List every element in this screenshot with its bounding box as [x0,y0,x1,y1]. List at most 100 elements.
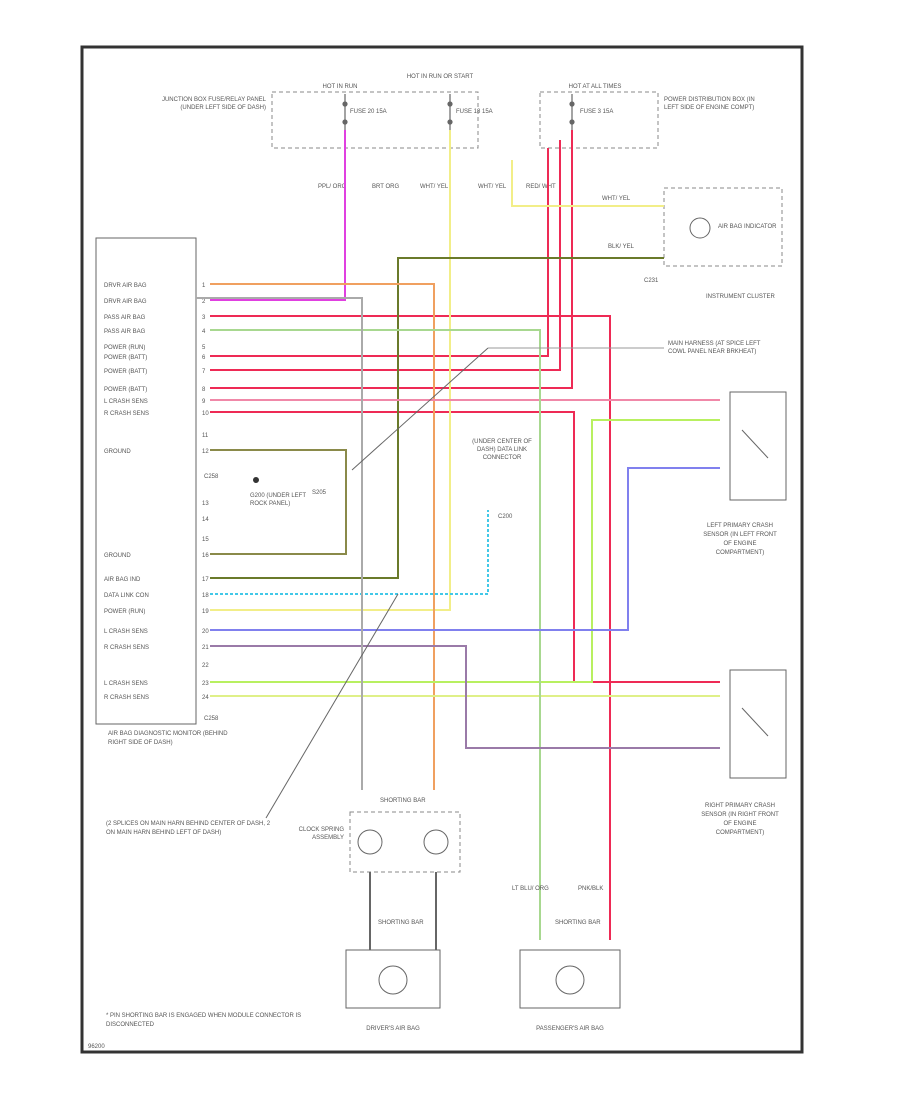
wire-label-lt-blu-org: LT BLU/ ORG [512,886,549,892]
module-connector-b: C258 [204,716,219,722]
wire-label-pnk-blk: PNK/BLK [578,886,603,892]
wire-label-wht-yel-1: WHT/ YEL [420,184,449,190]
module-pin-number-22: 22 [202,663,209,669]
module-pin-label-18: DATA LINK CON [104,593,149,599]
module-pin-number-15: 15 [202,537,209,543]
wire-green [210,329,541,940]
cluster-connector-c231: C231 [644,278,659,284]
module-pin-number-8: 8 [202,387,206,393]
module-pin-number-13: 13 [202,501,209,507]
module-pin-label-10: R CRASH SENS [104,411,149,417]
splice-note: (2 SPLICES ON MAIN HARN BEHIND CENTER OF… [106,821,270,836]
wire-red-5 [210,411,720,683]
module-pin-label-2: DRVR AIR BAG [104,299,147,305]
wire-olive-2 [210,449,347,555]
wire-yellow-1 [210,130,451,611]
air-bag-module-box [95,237,197,725]
cluster-wire-blk-yel: BLK/ YEL [608,244,635,250]
module-pin-number-12: 12 [202,449,209,455]
ground-g200-note: G200 (UNDER LEFT ROCK PANEL) [250,493,306,507]
wire-magenta [210,130,346,301]
wire-cyan [210,510,489,595]
wire-red-1 [210,130,573,389]
drivers-air-bag-label: DRIVER'S AIR BAG [366,1026,420,1032]
wire-harness [196,130,720,940]
module-pin-number-2: 2 [202,299,206,305]
module-pin-label-17: AIR BAG IND [104,577,141,583]
module-pin-number-11: 11 [202,433,209,439]
passengers-air-bag-icon [555,965,585,995]
wire-red-3 [210,148,549,357]
shorting-bar-top-label: SHORTING BAR [380,798,426,804]
splice-leader-line [265,593,399,819]
shorting-bar-driver-label: SHORTING BAR [378,920,424,926]
module-pin-label-1: DRVR AIR BAG [104,283,147,289]
module-pin-number-3: 3 [202,315,206,321]
module-pin-label-21: R CRASH SENS [104,645,149,651]
module-pin-number-17: 17 [202,577,209,583]
module-pin-number-19: 19 [202,609,209,615]
right-crash-sensor-label: RIGHT PRIMARY CRASH SENSOR (IN RIGHT FRO… [701,803,779,836]
left-sensor-switch [741,429,769,459]
wire-lime-1 [210,419,720,683]
data-link-connector-pin: C200 [498,514,513,520]
module-connector-a: C258 [204,474,219,480]
power-distribution-box-outline [539,91,659,149]
wire-violet [210,645,720,749]
module-pin-number-7: 7 [202,369,206,375]
right-crash-sensor-box [729,669,787,779]
module-pin-number-16: 16 [202,553,209,559]
wire-orange [210,283,435,790]
cluster-wire-wht-yel: WHT/ YEL [602,196,631,202]
junction-box-outline [271,91,479,149]
module-pin-number-1: 1 [202,283,206,289]
main-harness-leader-2 [351,347,489,471]
module-pin-label-19: POWER (RUN) [104,609,145,615]
wire-blue [210,467,720,631]
wire-gray [196,297,363,790]
left-crash-sensor-label: LEFT PRIMARY CRASH SENSOR (IN LEFT FRONT… [703,523,777,556]
wire-red-2 [210,140,561,371]
clock-spring-coil-left [357,829,383,855]
module-pin-number-5: 5 [202,345,206,351]
right-sensor-switch [741,707,769,737]
drivers-air-bag-box [345,949,441,1009]
module-pin-label-4: PASS AIR BAG [104,329,146,335]
fuse-3-label: FUSE 3 15A [580,109,613,115]
clock-spring-outline [349,811,461,873]
module-pin-number-14: 14 [202,517,209,523]
wire-label-ppl-org: PPL/ ORG [318,184,347,190]
module-pin-number-18: 18 [202,593,209,599]
main-harness-note: MAIN HARNESS (AT SPICE LEFT COWL PANEL N… [668,341,760,355]
wire-red-4 [210,315,611,940]
wire-yellow-2 [511,160,664,207]
module-pin-label-23: L CRASH SENS [104,681,148,687]
left-crash-sensor-box [729,391,787,501]
module-pin-label-8: POWER (BATT) [104,387,147,393]
module-pin-number-10: 10 [202,411,209,417]
module-pin-number-4: 4 [202,329,206,335]
module-pin-number-20: 20 [202,629,209,635]
hot-in-run-label: HOT IN RUN [323,84,358,90]
wire-label-red-wht: RED/ WHT [526,184,556,190]
fuse-symbols [342,94,575,130]
drivers-air-bag-icon [378,965,408,995]
hot-all-times-label: HOT AT ALL TIMES [569,84,622,90]
airbag-feed-wires [369,872,437,950]
hot-run-start-label: HOT IN RUN OR START [407,74,474,80]
ground-symbol [253,477,259,483]
wire-olive-1 [210,257,664,579]
passengers-air-bag-label: PASSENGER'S AIR BAG [536,1026,604,1032]
module-pin-number-9: 9 [202,399,206,405]
module-pin-label-3: PASS AIR BAG [104,315,146,321]
diagram-frame [80,45,804,1054]
air-bag-indicator-label: AIR BAG INDICATOR [718,224,777,230]
wire-label-brt-org: BRT ORG [372,184,399,190]
instrument-cluster-outline [663,187,783,267]
figure-id: 96200 [88,1044,105,1050]
module-location-note: AIR BAG DIAGNOSTIC MONITOR (BEHIND RIGHT… [108,731,228,746]
shorting-bar-passenger-label: SHORTING BAR [555,920,601,926]
clock-spring-coil-right [423,829,449,855]
module-pin-label-20: L CRASH SENS [104,629,148,635]
